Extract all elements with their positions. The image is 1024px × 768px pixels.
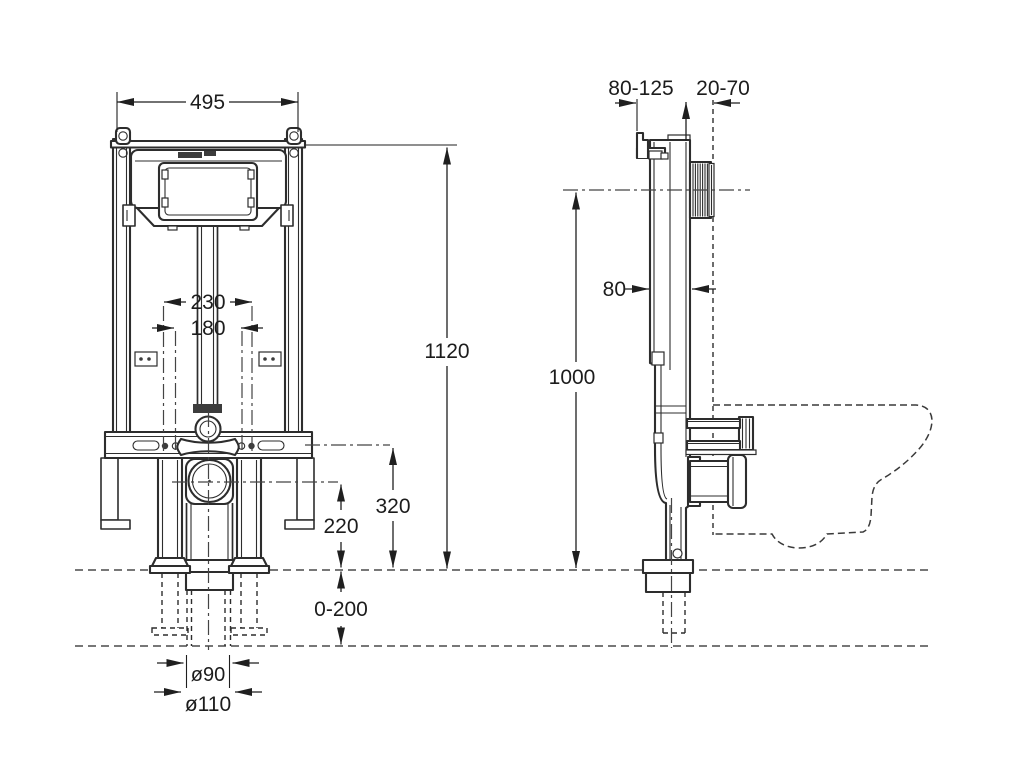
dim-flush-axis-height: 1000 (549, 192, 596, 568)
cistern-latch (178, 152, 202, 158)
fixing-bolt-230 (161, 442, 169, 450)
dim-frame-to-wall: 80-125 20-70 (608, 77, 750, 141)
wall-bracket (635, 131, 669, 160)
top-crossbar (109, 139, 307, 149)
dim-wall-thickness-label: 20-70 (696, 77, 750, 100)
outlet-connector (686, 453, 748, 510)
frame-feet (148, 556, 271, 575)
dim-fixing-180: 180 (152, 317, 263, 340)
cistern-latch (204, 151, 216, 156)
frame-profile-lines (653, 142, 687, 560)
dim-frame-to-wall-label: 80-125 (608, 77, 673, 100)
dim-height-220: 220 (323, 484, 359, 568)
pipe-coupling (184, 570, 235, 592)
frame-tab (651, 351, 665, 366)
dim-frame-depth: 80 (603, 278, 716, 301)
side-elevation-view (635, 100, 933, 634)
dim-front-height: 1120 (306, 144, 470, 569)
frame-tab (653, 432, 664, 444)
front-elevation-view (100, 126, 315, 646)
fixing-slot (257, 440, 285, 451)
dim-height-220-label: 220 (323, 515, 358, 538)
dim-floor-range-label: 0-200 (314, 598, 368, 621)
below-floor-hidden (151, 573, 268, 646)
dim-frame-depth-label: 80 (603, 278, 626, 301)
side-drain-coupling (641, 558, 695, 634)
drain-pipe (181, 503, 238, 592)
cistern-side-clip (122, 204, 136, 227)
floor-fixing-brackets (100, 457, 315, 530)
dim-front-width-label: 495 (190, 91, 225, 114)
dim-flush-axis-height-label: 1000 (549, 366, 596, 389)
cistern (122, 148, 294, 231)
dim-fixing-230-label: 230 (190, 291, 225, 314)
dimensions: 495 1120 230 180 320 (116, 77, 750, 716)
dim-front-width: 495 (116, 91, 299, 132)
wc-pan-outline (713, 404, 933, 549)
fixing-slot (132, 440, 160, 451)
access-panel-opening (164, 167, 252, 216)
dim-fixing-180-label: 180 (190, 317, 225, 340)
cistern-side-clip (280, 204, 294, 227)
dim-diameter-110-label: ø110 (185, 693, 231, 716)
dim-height-320: 320 (375, 448, 411, 568)
pan-support-arm (685, 415, 757, 456)
pipe-collar (193, 404, 222, 413)
access-panel-frame (157, 161, 259, 222)
dim-height-320-label: 320 (375, 495, 410, 518)
rail-mounting-tabs (134, 351, 282, 367)
dim-diameter-90: ø90 (157, 655, 259, 688)
centerlines (162, 189, 750, 650)
pipe-screw (672, 548, 683, 559)
dim-front-height-label: 1120 (424, 340, 469, 363)
flush-pipe (196, 226, 219, 404)
dim-diameter-110: ø110 (154, 688, 262, 716)
dim-diameter-90-label: ø90 (191, 664, 225, 686)
dim-fixing-230: 230 (164, 291, 252, 314)
frame-legs (156, 456, 263, 560)
dim-floor-range: 0-200 (314, 571, 368, 645)
